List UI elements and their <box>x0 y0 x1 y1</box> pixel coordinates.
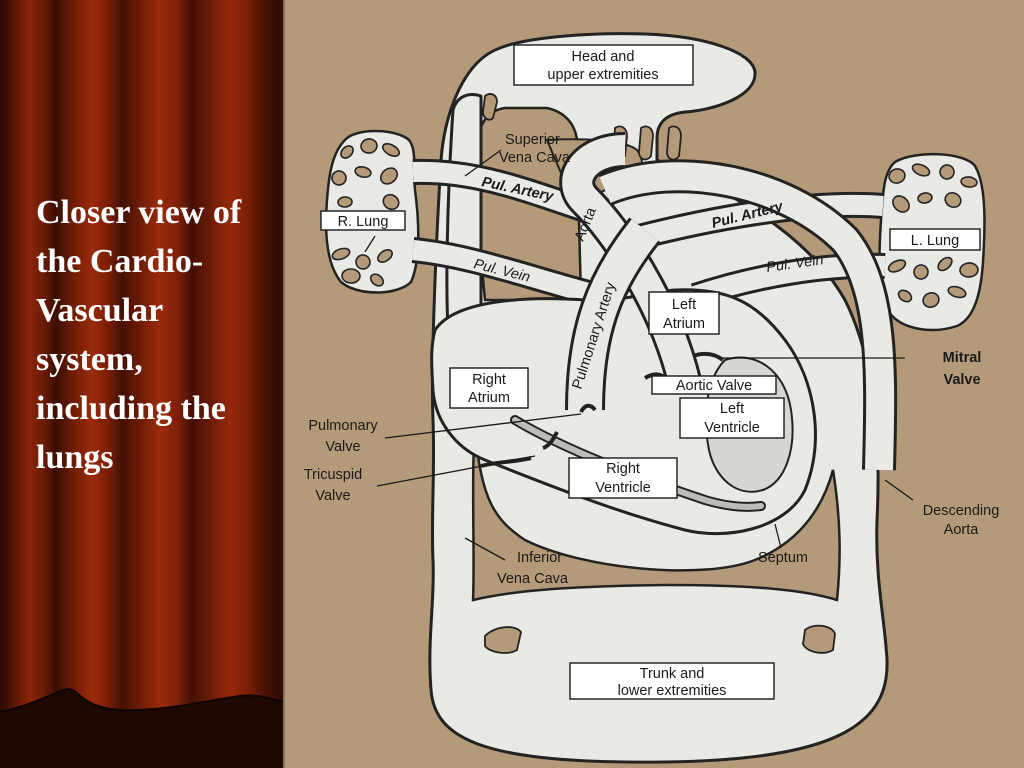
alveolus <box>892 195 910 213</box>
pul-vein-left-label: Pul. Vein <box>765 252 824 276</box>
alveolus <box>922 292 940 308</box>
right-atrium-label-line1: Right <box>472 372 506 388</box>
l-lung-label: L. Lung <box>911 233 959 249</box>
alveolus <box>355 254 371 270</box>
tricuspid-leader-line <box>376 455 536 487</box>
pulmonary-valve-label-line1: Pulmonary <box>308 418 378 434</box>
right-ventricle-label-line1: Right <box>606 461 640 477</box>
alveolus <box>913 264 929 280</box>
inferior-vena-cava-label-line1: Inferior <box>517 550 562 566</box>
alveolus <box>944 191 962 209</box>
trunk-capillary <box>802 624 836 654</box>
alveolus <box>377 249 393 263</box>
aortic-arch-fill <box>599 162 895 471</box>
pulmonary-valve-leader-line <box>384 413 582 439</box>
r-lung-label: R. Lung <box>338 214 389 230</box>
alveolus <box>379 167 399 185</box>
descending-aorta-leader-line <box>884 479 914 501</box>
pulmonary-valve-flap <box>579 403 597 414</box>
left-atrium-label-line1: Left <box>672 297 696 313</box>
alveolus <box>939 164 955 180</box>
mitral-valve-label-line1: Valve <box>943 372 980 388</box>
alveolus <box>897 289 913 303</box>
lung-alveoli <box>331 138 979 308</box>
alveolus <box>360 138 378 154</box>
head-label-box <box>513 44 694 86</box>
left-ventricle-label-line2: Ventricle <box>704 420 760 436</box>
alveolus <box>340 145 354 159</box>
descending-aorta-label-line2: Aorta <box>944 522 980 538</box>
alveolus <box>911 163 931 177</box>
descending-aorta-label-line1: Descending <box>923 503 1000 519</box>
pul-artery-left-vessel-fill <box>632 194 884 248</box>
curtain-hem-shape <box>0 688 283 768</box>
pulmonary-valve-label-line2: Valve <box>325 439 360 455</box>
aortic-valve-label-box <box>651 375 777 395</box>
alveolus <box>331 170 347 186</box>
mitral-valve-label-line1: Mitral <box>943 350 982 366</box>
alveolus <box>959 262 979 278</box>
alveolus <box>917 192 933 204</box>
ivc-leader-line <box>464 537 506 561</box>
alveolus <box>331 247 351 261</box>
pulmonary-artery-fill <box>568 219 659 411</box>
circulatory-diagram: Head and upper extremities R. Lung L. Lu… <box>304 32 1000 764</box>
inferior-vena-cava-label-line2: Vena Cava <box>497 571 569 587</box>
alveolus <box>369 273 385 287</box>
superior-vena-cava-label-line1: Superior <box>505 132 560 148</box>
right-atrium-label-box <box>449 367 529 409</box>
neck-capillary <box>666 125 682 161</box>
left-ventricle-label-box <box>679 397 785 439</box>
alveolus <box>960 176 978 188</box>
tricuspid-valve-label-line1: Tricuspid <box>304 467 362 483</box>
trunk-label-box <box>569 662 775 700</box>
r-lung-label-box <box>320 210 406 231</box>
alveolus <box>381 143 401 157</box>
alveolus <box>354 166 372 178</box>
right-atrium-label-line2: Atrium <box>468 390 510 406</box>
slide-title: Closer view of the Cardio-Vascular syste… <box>36 194 242 476</box>
mitral-valve-flap <box>692 351 725 362</box>
alveolus <box>337 196 353 208</box>
trunk-label-line2: lower extremities <box>618 683 727 699</box>
superior-vena-cava-label-line2: Vena Cava <box>499 150 571 166</box>
head-label-line1: Head and <box>572 49 635 65</box>
alveolus <box>888 168 906 184</box>
pulmonary-valve-flap <box>542 431 559 450</box>
left-atrium-label-box <box>648 291 720 335</box>
right-ventricle-label-box <box>568 457 678 499</box>
curtain-panel: Closer view of the Cardio-Vascular syste… <box>0 0 283 768</box>
left-atrium-label-line2: Atrium <box>663 316 705 332</box>
right-ventricle-label-line2: Ventricle <box>595 480 651 496</box>
tricuspid-valve-label-line2: Valve <box>315 488 350 504</box>
septum-leader-line <box>774 523 782 549</box>
septum-label: Septum <box>758 550 808 566</box>
svc-leader-line <box>464 149 502 177</box>
left-ventricle-label-line1: Left <box>720 401 744 417</box>
alveolus <box>341 268 361 284</box>
rlung-leader-line <box>364 235 376 253</box>
alveolus <box>947 285 967 299</box>
alveolus <box>937 256 953 272</box>
alveolus <box>382 193 400 211</box>
trunk-capillary <box>484 626 522 654</box>
neck-capillary <box>638 125 654 161</box>
pul-artery-right-vessel-fill <box>412 161 589 220</box>
aortic-valve-label: Aortic Valve <box>676 378 752 394</box>
l-lung-label-box <box>889 228 981 251</box>
diagram-panel: Head and upper extremities R. Lung L. Lu… <box>283 0 1024 768</box>
alveolus <box>887 259 907 273</box>
trunk-label-line1: Trunk and <box>640 666 705 682</box>
head-capillary <box>482 93 498 121</box>
head-label-line2: upper extremities <box>547 67 658 83</box>
